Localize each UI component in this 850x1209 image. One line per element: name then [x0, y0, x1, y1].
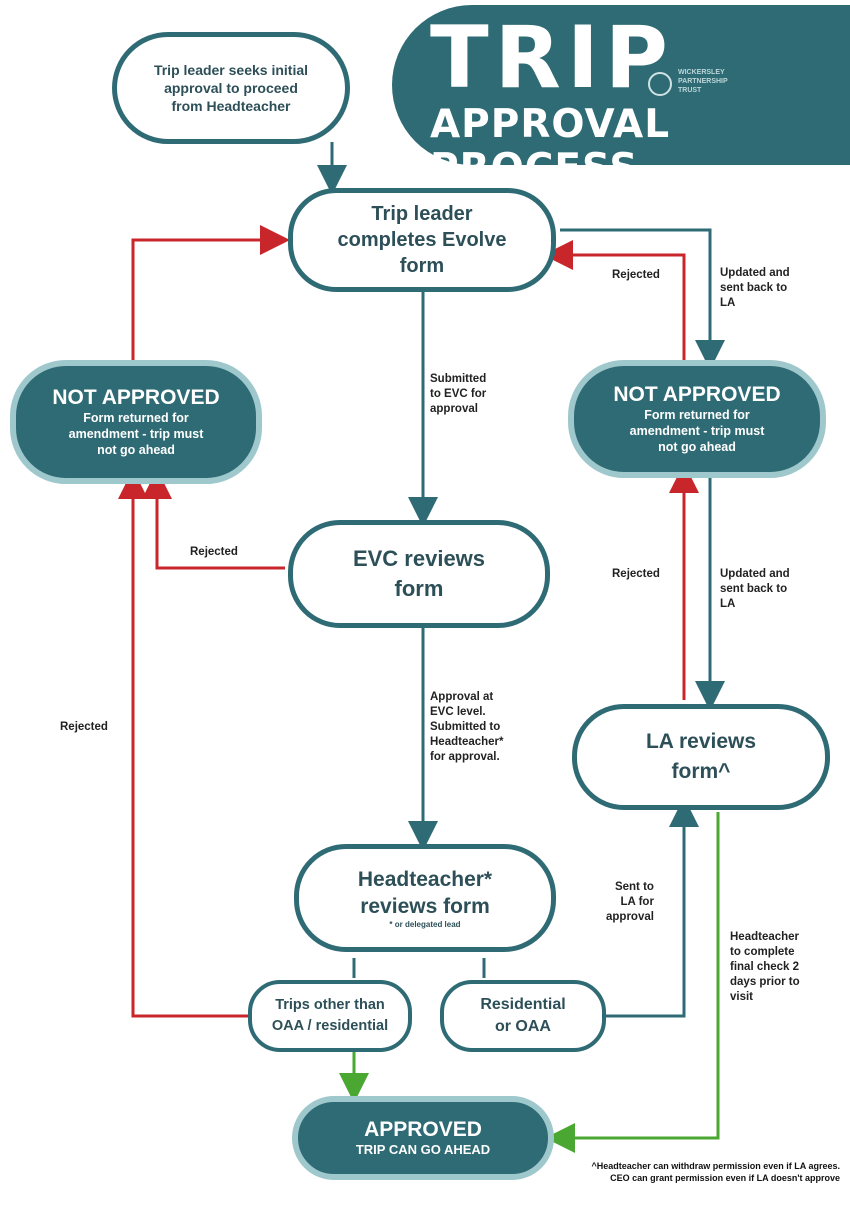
- not-approved-left-title: NOT APPROVED: [52, 386, 220, 409]
- not-approved-left-body: Form returned for amendment - trip must …: [68, 411, 204, 457]
- evolve-form-node: Trip leader completes Evolve form: [288, 188, 556, 292]
- seek-approval-node: Trip leader seeks initial approval to pr…: [112, 32, 350, 144]
- rejected-left-label: Rejected: [60, 721, 108, 733]
- footnote: ^Headteacher can withdraw permission eve…: [591, 1161, 840, 1183]
- trust-logo-icon: [648, 72, 672, 96]
- headteacher-final-check-label: Headteacher to complete final check 2 da…: [730, 931, 800, 1003]
- rejected-top-right-label: Rejected: [612, 269, 660, 281]
- updated-mid-label: Updated and sent back to LA: [720, 568, 790, 610]
- la-review-node: LA reviews form^: [572, 704, 830, 810]
- evc-review-text: EVC reviews form: [352, 546, 486, 601]
- banner-title: TRIP: [430, 8, 674, 108]
- sent-la-label: Sent to LA for approval: [606, 881, 654, 923]
- trips-other-text: Trips other than OAA / residential: [271, 997, 389, 1034]
- not-approved-right-title: NOT APPROVED: [613, 383, 781, 406]
- trust-name: WICKERSLEY PARTNERSHIP TRUST: [678, 69, 728, 94]
- not-approved-left-node: NOT APPROVED Form returned for amendment…: [10, 360, 262, 484]
- headteacher-review-node: Headteacher* reviews form * or delegated…: [294, 844, 556, 952]
- approved-title: APPROVED: [364, 1118, 482, 1141]
- not-approved-right-node: NOT APPROVED Form returned for amendment…: [568, 360, 826, 478]
- evc-review-node: EVC reviews form: [288, 520, 550, 628]
- updated-top-label: Updated and sent back to LA: [720, 267, 790, 309]
- not-approved-right-body: Form returned for amendment - trip must …: [629, 408, 765, 454]
- banner-subtitle: APPROVAL PROCESS: [430, 102, 671, 191]
- la-review-text: LA reviews form^: [645, 730, 757, 783]
- approved-node: APPROVED TRIP CAN GO AHEAD: [292, 1096, 554, 1180]
- submitted-evc-label: Submitted to EVC for approval: [430, 373, 487, 415]
- trips-other-node: Trips other than OAA / residential: [248, 980, 412, 1052]
- residential-text: Residential or OAA: [480, 996, 566, 1035]
- rejected-la-label: Rejected: [612, 568, 660, 580]
- headteacher-review-text: Headteacher* reviews form: [357, 868, 493, 918]
- title-banner: [392, 5, 850, 165]
- residential-node: Residential or OAA: [440, 980, 606, 1052]
- headteacher-review-note: * or delegated lead: [389, 920, 461, 929]
- evolve-form-text: Trip leader completes Evolve form: [337, 203, 507, 277]
- approval-evc-label: Approval at EVC level. Submitted to Head…: [430, 691, 504, 763]
- approved-body: TRIP CAN GO AHEAD: [355, 1142, 491, 1157]
- seek-approval-text: Trip leader seeks initial approval to pr…: [153, 62, 309, 114]
- rejected-evc-label: Rejected: [190, 546, 238, 558]
